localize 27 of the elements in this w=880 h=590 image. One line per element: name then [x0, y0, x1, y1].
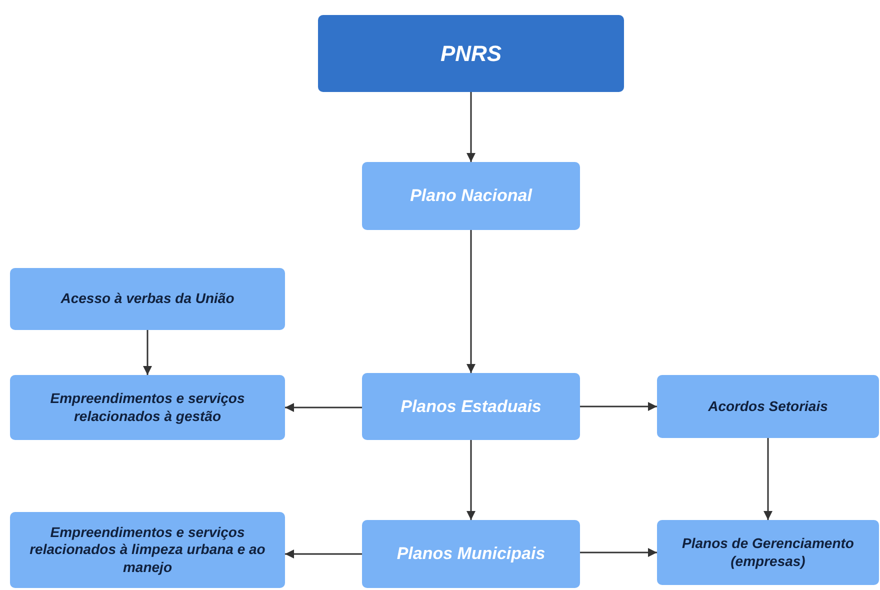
arrow — [466, 230, 476, 373]
arrow — [764, 438, 772, 520]
arrow — [285, 403, 362, 412]
arrow — [466, 440, 476, 520]
box-label: Planos de Gerenciamento (empresas) — [681, 535, 855, 570]
box-label: Planos Estaduais — [400, 396, 542, 418]
arrow — [466, 92, 476, 162]
box-label: PNRS — [440, 40, 502, 68]
arrow — [285, 550, 362, 558]
process-box — [362, 373, 580, 440]
process-box — [362, 520, 580, 588]
process-box — [657, 520, 879, 585]
box-label: Acesso à verbas da União — [60, 290, 234, 308]
box-label: Planos Municipais — [396, 543, 546, 565]
process-box — [10, 268, 285, 330]
process-box — [10, 375, 285, 440]
process-box — [362, 162, 580, 230]
arrow — [580, 402, 657, 411]
process-box — [318, 15, 624, 92]
box-label: Plano Nacional — [410, 185, 532, 207]
process-box — [657, 375, 879, 438]
box-label: Empreendimentos e serviços relacionados à limpeza urbana e ao manejo — [28, 524, 266, 576]
box-label: Acordos Setoriais — [708, 398, 828, 416]
arrow — [143, 330, 152, 375]
arrow — [580, 548, 657, 557]
box-label: Empreendimentos e serviços relacionados à gestão — [49, 390, 246, 425]
process-box — [10, 512, 285, 588]
